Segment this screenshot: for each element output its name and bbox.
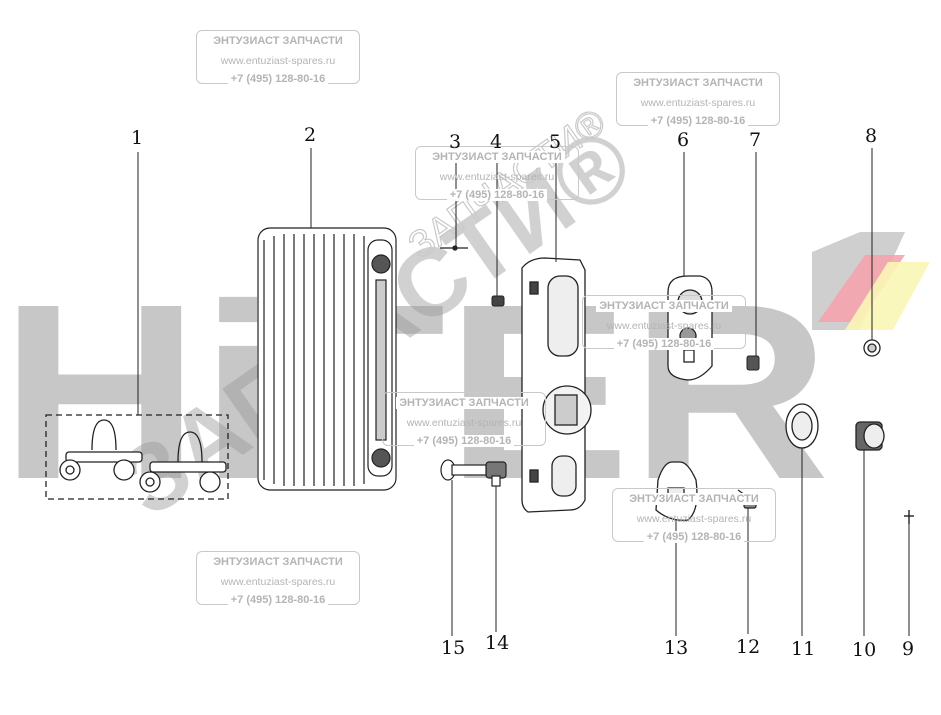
part-label-6: 6 xyxy=(677,129,690,151)
part-1-wheels xyxy=(45,414,229,500)
part-10-knob xyxy=(855,421,885,451)
watermark-box: ЭНТУЗИАСТ ЗАПЧАСТИ www.entuziast-spares.… xyxy=(196,551,360,606)
watermark-box: ЭНТУЗИАСТ ЗАПЧАСТИ www.entuziast-spares.… xyxy=(415,146,579,201)
part-3-pin xyxy=(440,245,468,251)
part-label-4: 4 xyxy=(490,131,503,153)
part-label-14: 14 xyxy=(485,632,510,654)
watermark-box: ЭНТУЗИАСТ ЗАПЧАСТИ www.entuziast-spares.… xyxy=(616,72,780,127)
part-2-radiator xyxy=(257,227,397,491)
logo-stripe-gray xyxy=(812,232,905,330)
watermark-box: ЭНТУЗИАСТ ЗАПЧАСТИ www.entuziast-spares.… xyxy=(382,392,546,447)
part-5-side-panel xyxy=(521,257,592,513)
part-label-8: 8 xyxy=(865,125,878,147)
part-label-3: 3 xyxy=(449,131,462,153)
part-label-1: 1 xyxy=(131,127,144,149)
part-8-ring xyxy=(863,339,881,357)
logo-stripe-yellow xyxy=(845,262,930,330)
part-label-2: 2 xyxy=(304,124,317,146)
watermark-box: ЭНТУЗИАСТ ЗАПЧАСТИ www.entuziast-spares.… xyxy=(196,30,360,85)
part-label-7: 7 xyxy=(749,129,762,151)
part-14-nut xyxy=(485,461,507,487)
part-4-clip xyxy=(491,295,505,307)
logo-stripe-red xyxy=(818,255,905,322)
part-label-10: 10 xyxy=(852,639,877,661)
part-label-5: 5 xyxy=(549,131,562,153)
part-label-13: 13 xyxy=(664,637,689,659)
part-label-9: 9 xyxy=(902,638,915,660)
part-label-12: 12 xyxy=(736,636,761,658)
part-11-bezel xyxy=(785,403,819,449)
watermark-box: ЭНТУЗИАСТ ЗАПЧАСТИ www.entuziast-spares.… xyxy=(612,488,776,543)
part-9-screw xyxy=(904,510,914,524)
part-label-11: 11 xyxy=(791,638,816,660)
watermark-box: ЭНТУЗИАСТ ЗАПЧАСТИ www.entuziast-spares.… xyxy=(582,295,746,350)
part-label-15: 15 xyxy=(441,637,466,659)
part-15-bolt xyxy=(440,459,487,481)
part-7-switch xyxy=(746,355,760,371)
leader-lines xyxy=(137,148,910,636)
